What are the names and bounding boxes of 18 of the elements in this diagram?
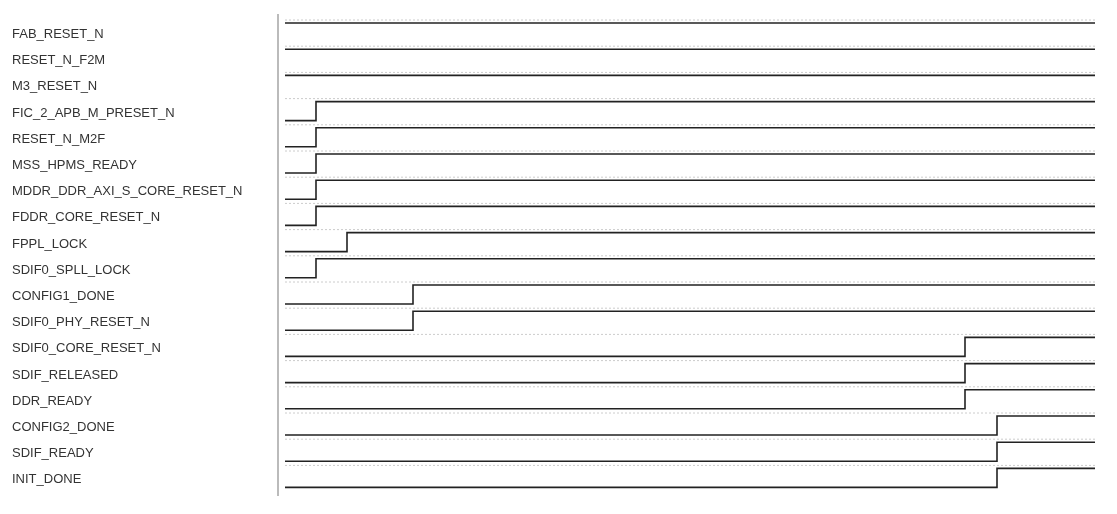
signal-name: M3_RESET_N [12,78,98,95]
signal-name: CONFIG1_DONE [12,288,115,304]
signal-name: CONFIG2_DONE [12,419,115,435]
signal-name: INIT_DONE [12,471,82,488]
signal-name: SDIF_READY [12,445,94,462]
signal-name: SDIF0_CORE_RESET_N [12,340,161,357]
signal-name: RESET_N_M2F [12,130,106,147]
signal-name: FIC_2_APB_M_PRESET_N [12,104,175,121]
signal-name: RESET_N_F2M [12,52,106,69]
signal-name: SDIF_RELEASED [12,366,119,383]
signal-name: SDIF0_PHY_RESET_N [12,314,150,331]
signal-name: MDDR_DDR_AXI_S_CORE_RESET_N [12,183,243,200]
signal-name: FAB_RESET_N [12,26,104,42]
signal-name: FDDR_CORE_RESET_N [12,209,161,226]
signal-name: MSS_HPMS_READY [12,157,137,173]
signal-name: SDIF0_SPLL_LOCK [12,261,131,278]
signal-name: FPPL_LOCK [12,235,88,252]
signal-name: DDR_READY [12,392,93,409]
